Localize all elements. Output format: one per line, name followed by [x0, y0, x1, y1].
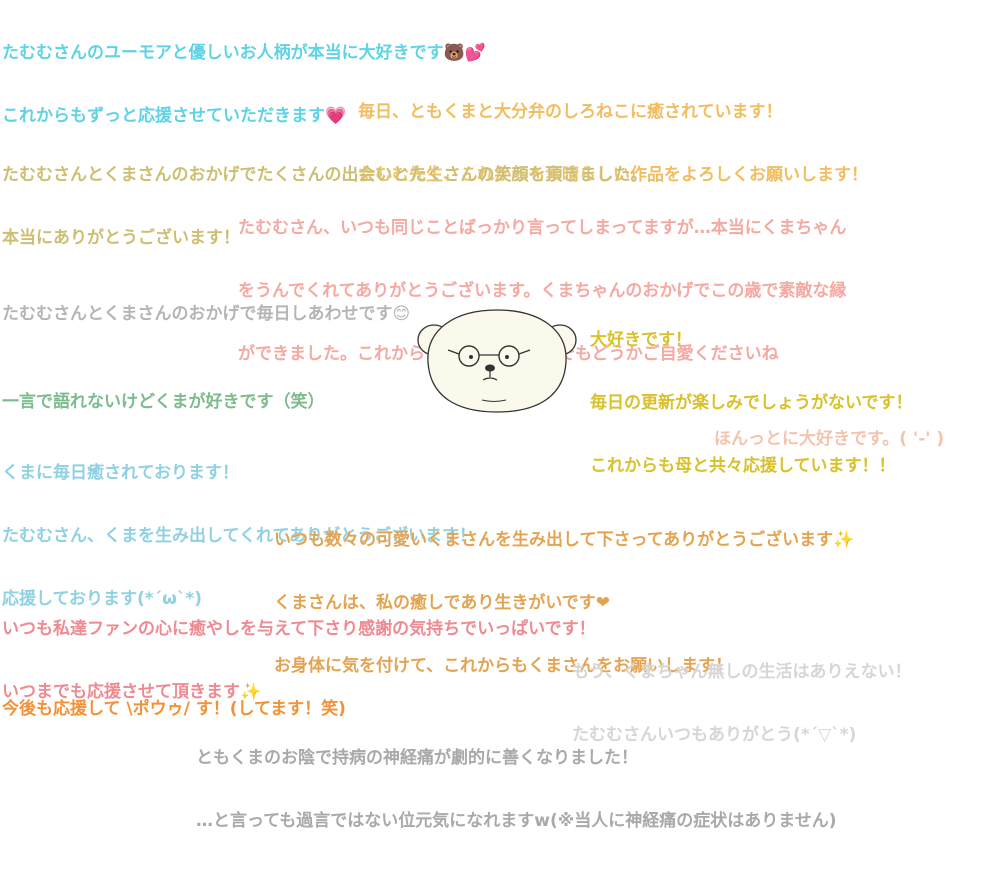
- bear-with-glasses-icon: [417, 309, 577, 413]
- message-11-line-2: いつまでも応援させて頂きます✨: [2, 682, 262, 702]
- message-3-line-2: 本当にありがとうございます！: [2, 228, 240, 248]
- message-10-line-3: お身体に気を付けて、これからもくまさんをお願いします！: [274, 656, 733, 676]
- message-6-line-1: 大好きです！: [590, 330, 692, 350]
- message-2-line-2: たむむ先生、これからも素晴らしい作品をよろしくお願いします！: [358, 165, 868, 185]
- message-1-line-2: これからもずっと応援させていただきます💗: [2, 106, 347, 126]
- message-4-line-1: たむむさん、いつも同じことばっかり言ってしまってますが…本当にくまちゃん: [238, 218, 847, 238]
- message-12-line-1: もう、くまちゃん無しの生活はありえない！: [572, 662, 912, 682]
- bear-head: [417, 309, 577, 413]
- message-14-line-1: ともくまのお陰で持病の神経痛が劇的に善くなりました！: [196, 748, 638, 768]
- bear-face: [427, 309, 567, 413]
- message-3: たむむさんとくまさんのおかげでたくさんの出会いとたくさんの笑顔を頂きました。 本…: [2, 123, 648, 291]
- message-10-line-2: くまさんは、私の癒しであり生きがいです❤: [274, 593, 611, 613]
- message-8: ほんっとに大好きです。( '-' ): [714, 387, 944, 492]
- message-9-line-2: たむむさん、くまを生み出してくれてありがとうございます！: [2, 526, 476, 546]
- message-1: たむむさんのユーモアと優しいお人柄が本当に大好きです🐻💕 これからもずっと応援さ…: [2, 1, 486, 169]
- message-6-line-3: これからも母と共々応援しています！！: [590, 456, 896, 476]
- message-2: 毎日、ともくまと大分弁のしろねこに癒されています！ たむむ先生、これからも素晴ら…: [358, 60, 868, 228]
- message-12-line-2: たむむさんいつもありがとう(*´▽`*): [572, 725, 857, 745]
- message-6: 大好きです！ 毎日の更新が楽しみでしょうがないです！ これからも母と共々応援して…: [590, 288, 913, 519]
- bear-left-lens: [458, 345, 480, 367]
- message-4-line-2: をうんでくれてありがとうございます。くまちゃんのおかげでこの歳で素敵な縁: [238, 281, 847, 301]
- message-11: いつも私達ファンの心に癒やしを与えて下さり感謝の気持ちでいっぱいです！ いつまで…: [2, 577, 596, 745]
- message-14: ともくまのお陰で持病の神経痛が劇的に善くなりました！ …と言っても過言ではない位…: [196, 706, 837, 874]
- message-9-line-3: 応援しております(*´ω`*): [2, 589, 203, 609]
- message-3-line-1: たむむさんとくまさんのおかげでたくさんの出会いとたくさんの笑顔を頂きました。: [2, 165, 648, 185]
- message-13: 今後も応援して \ポウゥ/ す！(してます！笑): [2, 657, 346, 762]
- message-9-line-1: くまに毎日癒されております！: [2, 463, 239, 483]
- bear-right-lens: [498, 345, 520, 367]
- message-14-line-2: …と言っても過言ではない位元気になれますw(※当人に神経痛の症状はありません): [196, 811, 837, 831]
- message-10-line-1: いつも数々の可愛いくまさんを生み出して下さってありがとうございます✨: [274, 530, 855, 550]
- message-2-line-1: 毎日、ともくまと大分弁のしろねこに癒されています！: [358, 102, 783, 122]
- message-12: もう、くまちゃん無しの生活はありえない！ たむむさんいつもありがとう(*´▽`*…: [572, 620, 912, 788]
- message-9: くまに毎日癒されております！ たむむさん、くまを生み出してくれてありがとうござい…: [2, 421, 476, 652]
- message-10: いつも数々の可愛いくまさんを生み出して下さってありがとうございます✨ くまさんは…: [274, 488, 854, 719]
- message-6-line-2: 毎日の更新が楽しみでしょうがないです！: [590, 393, 913, 413]
- message-7: 一言で語れないけどくまが好きです（笑）: [2, 350, 325, 455]
- message-7-line-1: 一言で語れないけどくまが好きです（笑）: [2, 392, 325, 412]
- message-13-line-1: 今後も応援して \ポウゥ/ す！(してます！笑): [2, 699, 346, 719]
- message-11-line-1: いつも私達ファンの心に癒やしを与えて下さり感謝の気持ちでいっぱいです！: [2, 619, 596, 639]
- message-5-line-1: たむむさんとくまさんのおかげで毎日しあわせです😊: [2, 304, 411, 324]
- message-5: たむむさんとくまさんのおかげで毎日しあわせです😊: [2, 262, 410, 367]
- message-8-line-1: ほんっとに大好きです。( '-' ): [714, 429, 945, 449]
- bear-nose: [485, 364, 495, 372]
- message-1-line-1: たむむさんのユーモアと優しいお人柄が本当に大好きです🐻💕: [2, 43, 486, 63]
